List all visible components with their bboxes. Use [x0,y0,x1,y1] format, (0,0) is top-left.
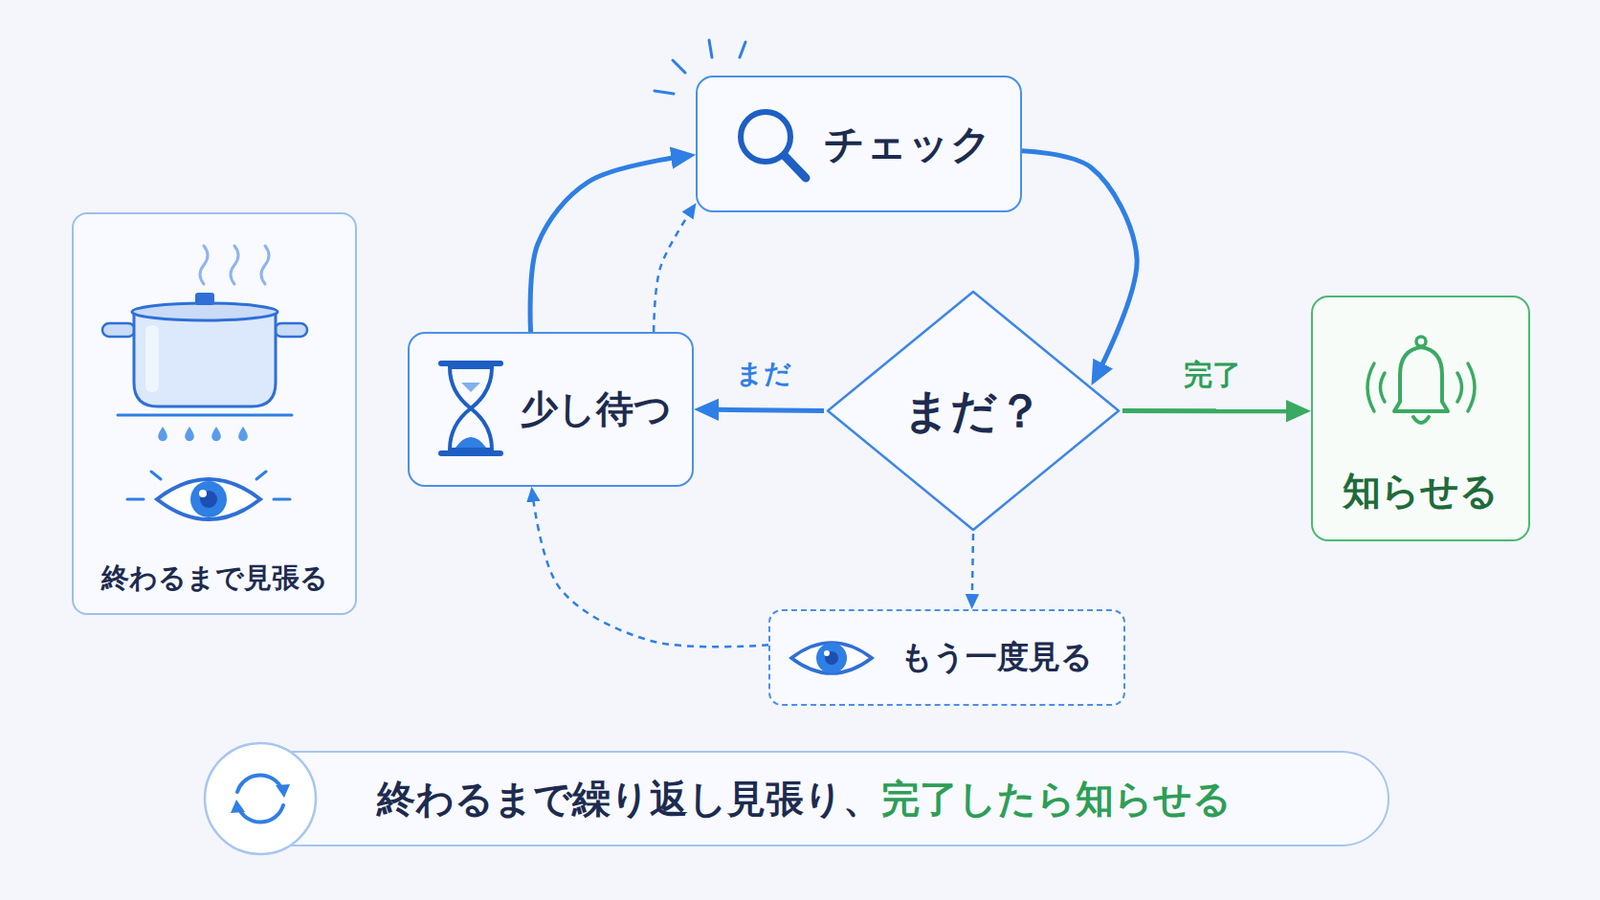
eye-outline [791,643,872,674]
pot-knob [195,292,215,306]
sparkle-lines [654,40,746,94]
refresh-arrowhead [230,800,245,814]
eye-rays [127,471,290,500]
bell-wave [1467,363,1475,412]
steam [200,245,269,285]
flame-drop [184,426,195,442]
process-box: チェック [695,75,1023,213]
dashed-arrow [653,207,693,333]
refresh-badge [204,743,316,855]
hourglass-sand [455,437,487,448]
node-label: 完了したら知らせる [881,773,1232,826]
flames [157,426,248,442]
eye-iris [816,643,847,674]
eye-pupil [200,490,218,509]
flow-arrow [530,155,687,333]
node-label: 終わるまで見張る [73,560,356,596]
sparkle-line [672,60,686,73]
eye-ray [273,498,290,502]
pot-lid [132,303,278,321]
burner-line [117,414,292,418]
eye-ray [151,471,161,480]
steam-line [230,245,239,285]
node-label: 知らせる [1312,467,1529,514]
steam-line [200,245,208,285]
hourglass-sand [461,382,481,393]
summary-band: 終わるまで繰り返し見張り、完了したら知らせる [229,751,1390,847]
pot-body [133,311,276,407]
eye-iris [190,481,227,518]
magnifier-handle [784,155,806,178]
diamond-shape [827,291,1119,531]
sparkle-line [739,42,746,58]
edge-group [530,151,1302,648]
bell-wave [1380,373,1386,402]
node-label: 少し待つ [520,383,672,436]
hourglass-cap [441,360,501,367]
eye-highlight [199,489,207,498]
monitor-panel: 終わるまで見張る [71,212,357,616]
decision-diamond: まだ？ [823,288,1123,534]
optional-box: もう一度見る [768,609,1126,707]
edge-label: まだ [735,355,792,393]
steam-line [261,245,269,285]
dashed-arrow [972,533,974,604]
bell-clapper [1413,417,1429,423]
sparkle-line [709,40,712,58]
eye-ray [127,498,144,502]
process-box: 少し待つ [407,332,694,488]
hourglass-glass [449,367,492,450]
flame-drop [238,426,248,442]
sparkle-line [654,90,674,94]
node-label: チェック [823,117,993,172]
refresh-arc [237,775,283,793]
bell-body [1394,347,1448,412]
eye-pupil [824,651,839,666]
flame-drop [157,426,168,442]
flame-drop [211,426,222,442]
edge-label: 完了 [1183,355,1242,395]
flow-arrow [1122,408,1302,414]
bell-wave [1367,363,1375,412]
eye-outline [156,479,261,520]
flow-arrow [703,409,824,411]
node-label: もう一度見る [900,636,1093,680]
bell-waves [1367,363,1475,412]
terminal-box: 知らせる [1311,295,1531,542]
node-label: まだ？ [903,380,1044,443]
eye-ray [256,471,267,480]
magnifier-lens [740,111,791,162]
bell-wave [1457,373,1463,402]
dashed-arrow [532,492,769,647]
refresh-arc [238,805,284,823]
eye-highlight [823,650,830,657]
flow-arrow [1022,151,1137,378]
pot-highlight [145,325,159,393]
hourglass-cap [441,450,501,457]
pot-handle [274,323,308,337]
refresh-arrowhead [275,784,290,799]
node-label: 終わるまで繰り返し見張り、 [377,773,882,826]
pot-handle [102,323,135,337]
bell-knob [1416,336,1426,347]
